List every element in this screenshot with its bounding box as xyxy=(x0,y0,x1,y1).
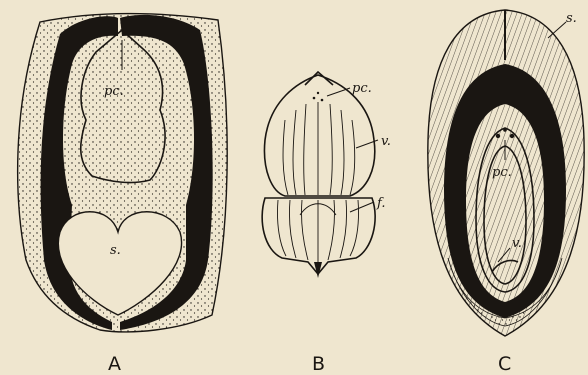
figure-b-ribs-lower xyxy=(277,200,358,272)
figure-b-label-pc: pc. xyxy=(352,81,372,96)
figure-c-label-pc: pc. xyxy=(492,165,512,180)
figure-c-label-s: s. xyxy=(566,11,577,26)
figure-a-label-pc: pc. xyxy=(104,84,124,99)
figure-c: s. pc. v. C xyxy=(428,10,584,375)
figure-b-label-f: f. xyxy=(376,196,385,211)
figure-b-f-leader xyxy=(350,202,374,212)
figure-b-ribs-upper xyxy=(283,102,355,195)
figure-c-label-v: v. xyxy=(512,236,522,251)
figure-c-caption: C xyxy=(498,353,511,375)
figure-b-caption: B xyxy=(312,353,325,375)
figure-b-apex-dots xyxy=(313,92,324,101)
figure-b: pc. v. f. B xyxy=(262,72,391,375)
figure-b-pc-leader xyxy=(327,88,350,96)
figure-b-label-v: v. xyxy=(381,134,391,149)
figure-a: pc. s. A xyxy=(18,14,228,375)
figure-a-label-s: s. xyxy=(110,243,121,258)
figure-a-caption: A xyxy=(108,353,121,375)
